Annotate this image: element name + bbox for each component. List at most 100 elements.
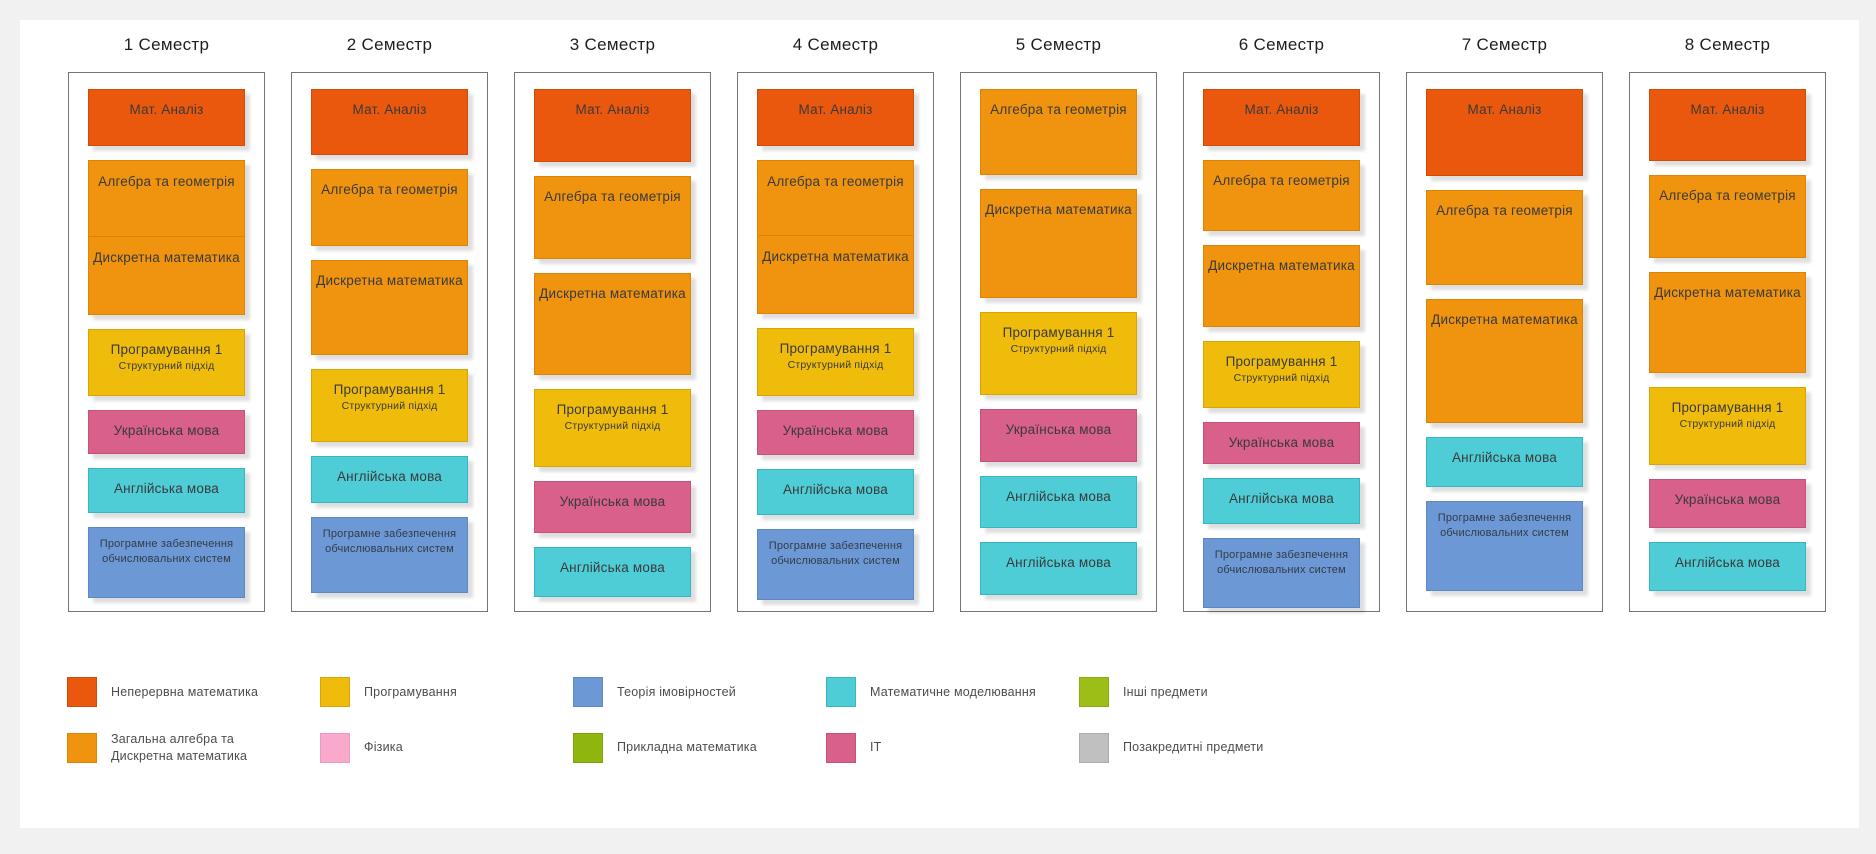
subject-card[interactable]: Англійська мова [311,456,468,503]
subject-card[interactable]: Англійська мова [1649,542,1806,591]
legend: Неперервна математика Програмування Теорія… [67,677,1332,765]
subject-label: Англійська мова [1228,491,1335,506]
subject-label: Алгебра та геометрія [544,189,681,204]
subject-card[interactable]: Алгебра та геометрія [311,169,468,246]
subject-card[interactable]: Англійська мова [757,469,914,515]
subject-card[interactable]: Дискретна математика [534,273,691,375]
subject-label: Англійська мова [1005,489,1112,504]
subject-label: Мат. Аналіз [129,102,204,117]
subject-card[interactable]: Мат. Аналіз [1203,89,1360,146]
subject-label: Англійська мова [1674,555,1781,570]
subject-card[interactable]: Алгебра та геометрія [758,161,913,235]
subject-card[interactable]: Алгебра та геометрія [1649,175,1806,258]
subject-label: Українська мова [113,423,220,438]
subject-card[interactable]: Українська мова [1203,422,1360,464]
legend-item: Неперервна математика [67,677,320,707]
subject-card[interactable]: Англійська мова [1203,478,1360,524]
subject-card[interactable]: Українська мова [980,409,1137,462]
physics-swatch [320,732,350,763]
subject-card[interactable]: Дискретна математика [1203,245,1360,327]
legend-item: Прикладна математика [573,731,826,765]
subject-label: Алгебра та геометрія [1436,203,1573,218]
semester-title: 8 Семестр [1684,35,1771,54]
subject-sublabel: Структурний підхід [341,400,438,413]
subject-card[interactable]: Мат. Аналіз [88,89,245,146]
noncredit-swatch [1079,732,1109,763]
subject-label: Дискретна математика [1208,258,1355,273]
subject-card[interactable]: Програмне забезпечення обчислювальних си… [311,517,468,593]
subject-card[interactable]: Програмне забезпечення обчислювальних си… [88,527,245,598]
subject-card[interactable]: Мат. Аналіз [311,89,468,155]
subject-card[interactable]: Українська мова [1649,479,1806,528]
semester-title: 6 Семестр [1238,35,1325,54]
legend-item: Математичне моделювання [826,677,1079,707]
subject-label: Українська мова [1228,435,1335,450]
subject-card[interactable]: Мат. Аналіз [1649,89,1806,161]
subject-card[interactable]: Англійська мова [88,468,245,513]
subject-card[interactable]: Дискретна математика [758,235,913,313]
subject-card[interactable]: Мат. Аналіз [757,89,914,146]
subject-card[interactable]: Українська мова [88,410,245,454]
subject-card[interactable]: Дискретна математика [980,189,1137,298]
legend-label: Фізика [364,740,403,755]
subject-sublabel: Структурний підхід [118,360,215,373]
subject-card[interactable]: Дискретна математика [89,236,244,314]
subject-sublabel: Структурний підхід [564,420,661,433]
applied_math-swatch [573,732,603,763]
subject-card[interactable]: Алгебра та геометрія [1426,190,1583,285]
subject-card[interactable]: Англійська мова [980,542,1137,595]
subject-label: Дискретна математика [316,273,463,288]
subject-card[interactable]: Мат. Аналіз [534,89,691,162]
subject-label: Дискретна математика [985,202,1132,217]
legend-label: Програмування [364,684,457,699]
subject-card[interactable]: Українська мова [757,410,914,455]
subject-label: Дискретна математика [539,286,686,301]
subject-card[interactable]: Мат. Аналіз [1426,89,1583,176]
semester-title: 7 Семестр [1461,35,1548,54]
subject-card[interactable]: Алгебра та геометрія [980,89,1137,175]
subject-label: Алгебра та геометрія [321,182,458,197]
subject-label: Програмне забезпечення обчислювальних си… [99,538,234,565]
subject-card[interactable]: Дискретна математика [1426,299,1583,423]
subject-card[interactable]: Програмне забезпечення обчислювальних си… [757,529,914,600]
subject-label: Програмування 1 [779,341,892,356]
subject-card[interactable]: Англійська мова [534,547,691,597]
subject-card[interactable]: Програмне забезпечення обчислювальних си… [1203,538,1360,608]
semester-title: 4 Семестр [792,35,879,54]
subject-card[interactable]: Англійська мова [1426,437,1583,487]
subject-label: Мат. Аналіз [798,102,873,117]
subject-label: Алгебра та геометрія [1213,173,1350,188]
subject-card[interactable]: Алгебра та геометрія [1203,160,1360,231]
subject-label: Дискретна математика [762,249,909,264]
subject-label: Мат. Аналіз [1244,102,1319,117]
subject-card[interactable]: Дискретна математика [1649,272,1806,373]
subject-card[interactable]: Англійська мова [980,476,1137,528]
legend-label: IT [870,740,882,755]
subject-card[interactable]: Українська мова [534,481,691,533]
subject-label: Мат. Аналіз [352,102,427,117]
legend-label: Прикладна математика [617,740,757,755]
subject-label: Англійська мова [782,482,889,497]
subject-card[interactable]: Алгебра та геометрія [89,161,244,236]
subject-card[interactable]: Алгебра та геометрія [534,176,691,259]
subject-card[interactable]: Програмне забезпечення обчислювальних си… [1426,501,1583,591]
legend-label: Теорія імовірностей [617,684,736,699]
legend-item: Програмування [320,677,573,707]
subject-card[interactable]: Дискретна математика [311,260,468,355]
